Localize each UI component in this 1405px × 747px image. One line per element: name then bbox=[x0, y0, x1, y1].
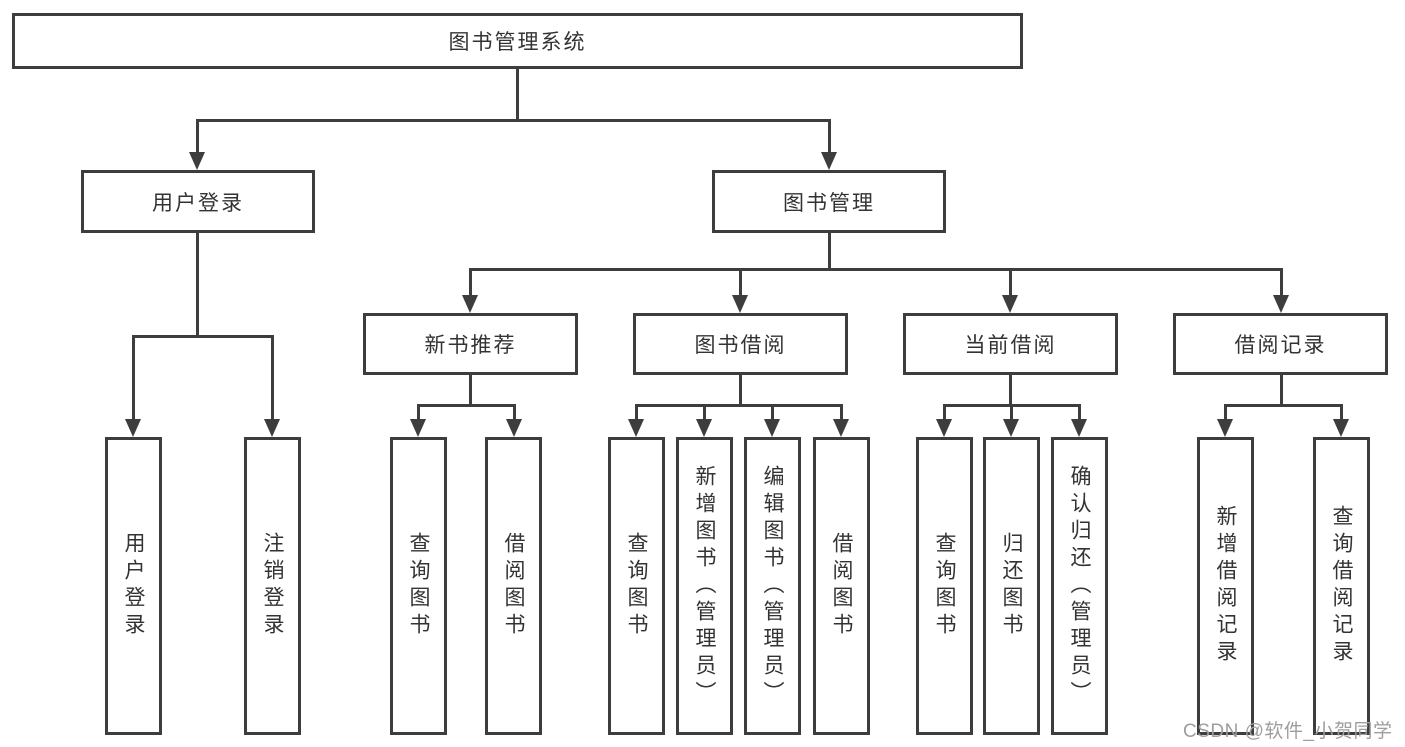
node-label: 用户登录 bbox=[152, 191, 244, 215]
node-confirm-return-admin: 确认归还（管理员） bbox=[1051, 437, 1108, 735]
connector-line bbox=[417, 403, 516, 407]
arrowhead bbox=[264, 419, 280, 437]
node-label: 归还图书 bbox=[1000, 532, 1024, 640]
arrowhead bbox=[1273, 295, 1289, 313]
node-label: 借阅记录 bbox=[1234, 334, 1327, 357]
node-label: 新书推荐 bbox=[424, 334, 517, 357]
connector-line bbox=[1008, 269, 1012, 299]
connector-line bbox=[468, 375, 472, 407]
node-user-login-leaf: 用户登录 bbox=[105, 437, 162, 735]
connector-line bbox=[195, 120, 199, 154]
connector-line bbox=[738, 375, 742, 407]
node-borrowing-records: 借阅记录 bbox=[1173, 313, 1388, 375]
connector-line bbox=[131, 336, 135, 424]
connector-line bbox=[270, 336, 274, 424]
connector-line bbox=[1009, 405, 1013, 424]
node-logout: 注销登录 bbox=[244, 437, 301, 735]
node-library-management-system: 图书管理系统 bbox=[12, 13, 1023, 69]
connector-line bbox=[827, 120, 831, 154]
connector-line bbox=[1279, 375, 1283, 407]
node-label: 新增借阅记录 bbox=[1214, 505, 1238, 667]
arrowhead bbox=[628, 419, 644, 437]
node-label: 新增图书（管理员） bbox=[693, 464, 717, 708]
arrowhead bbox=[1217, 419, 1233, 437]
node-borrow-books-borrowing: 借阅图书 bbox=[813, 437, 870, 735]
connector-line bbox=[634, 405, 638, 424]
arrowhead bbox=[189, 152, 205, 170]
arrowhead bbox=[1002, 295, 1018, 313]
connector-line bbox=[1339, 405, 1343, 424]
connector-line bbox=[770, 405, 774, 424]
watermark: CSDN @软件_小贺同学 bbox=[1183, 721, 1393, 742]
node-book-management: 图书管理 bbox=[712, 170, 946, 233]
node-label: 确认归还（管理员） bbox=[1068, 464, 1092, 708]
connector-line bbox=[515, 69, 519, 121]
node-label: 编辑图书（管理员） bbox=[761, 464, 785, 708]
node-borrow-books-recommendation: 借阅图书 bbox=[485, 437, 542, 735]
node-query-books-recommendation: 查询图书 bbox=[390, 437, 447, 735]
node-label: 查询借阅记录 bbox=[1330, 505, 1354, 667]
arrowhead bbox=[936, 419, 952, 437]
node-add-book-admin: 新增图书（管理员） bbox=[676, 437, 733, 735]
node-user-login: 用户登录 bbox=[81, 170, 315, 233]
connector-line bbox=[1008, 375, 1012, 407]
node-add-borrow-record: 新增借阅记录 bbox=[1197, 437, 1254, 735]
arrowhead bbox=[732, 295, 748, 313]
node-query-borrow-record: 查询借阅记录 bbox=[1313, 437, 1370, 735]
connector-line bbox=[469, 267, 1283, 271]
connector-line bbox=[196, 118, 831, 122]
node-label: 用户登录 bbox=[122, 532, 146, 640]
connector-line bbox=[1224, 403, 1343, 407]
connector-line bbox=[195, 233, 199, 338]
node-label: 借阅图书 bbox=[830, 532, 854, 640]
node-label: 查询图书 bbox=[625, 532, 649, 640]
connector-line bbox=[827, 233, 831, 271]
arrowhead bbox=[1333, 419, 1349, 437]
connector-line bbox=[1077, 405, 1081, 424]
node-label: 查询图书 bbox=[407, 532, 431, 640]
connector-line bbox=[132, 334, 274, 338]
connector-line bbox=[512, 405, 516, 424]
connector-line bbox=[839, 405, 843, 424]
node-new-book-recommendation: 新书推荐 bbox=[363, 313, 578, 375]
node-return-books: 归还图书 bbox=[983, 437, 1040, 735]
connector-line bbox=[635, 403, 843, 407]
connector-line bbox=[943, 403, 1081, 407]
node-label: 图书管理 bbox=[783, 191, 875, 215]
arrowhead bbox=[410, 419, 426, 437]
arrowhead bbox=[696, 419, 712, 437]
connector-line bbox=[416, 405, 420, 424]
node-book-borrowing: 图书借阅 bbox=[633, 313, 848, 375]
connector-line bbox=[702, 405, 706, 424]
node-query-books-current: 查询图书 bbox=[916, 437, 973, 735]
node-label: 借阅图书 bbox=[502, 532, 526, 640]
connector-line bbox=[1223, 405, 1227, 424]
node-current-borrowing: 当前借阅 bbox=[903, 313, 1118, 375]
node-label: 图书管理系统 bbox=[448, 31, 587, 54]
connector-line bbox=[1279, 269, 1283, 299]
arrowhead bbox=[125, 419, 141, 437]
node-label: 查询图书 bbox=[933, 532, 957, 640]
connector-line bbox=[738, 269, 742, 299]
arrowhead bbox=[1071, 419, 1087, 437]
node-label: 图书借阅 bbox=[694, 334, 787, 357]
arrowhead bbox=[1003, 419, 1019, 437]
arrowhead bbox=[821, 152, 837, 170]
arrowhead bbox=[506, 419, 522, 437]
arrowhead bbox=[833, 419, 849, 437]
node-label: 注销登录 bbox=[261, 532, 285, 640]
connector-line bbox=[942, 405, 946, 424]
arrowhead bbox=[462, 295, 478, 313]
node-label: 当前借阅 bbox=[964, 334, 1057, 357]
node-edit-book-admin: 编辑图书（管理员） bbox=[744, 437, 801, 735]
connector-line bbox=[468, 269, 472, 299]
arrowhead bbox=[764, 419, 780, 437]
node-query-books-borrowing: 查询图书 bbox=[608, 437, 665, 735]
